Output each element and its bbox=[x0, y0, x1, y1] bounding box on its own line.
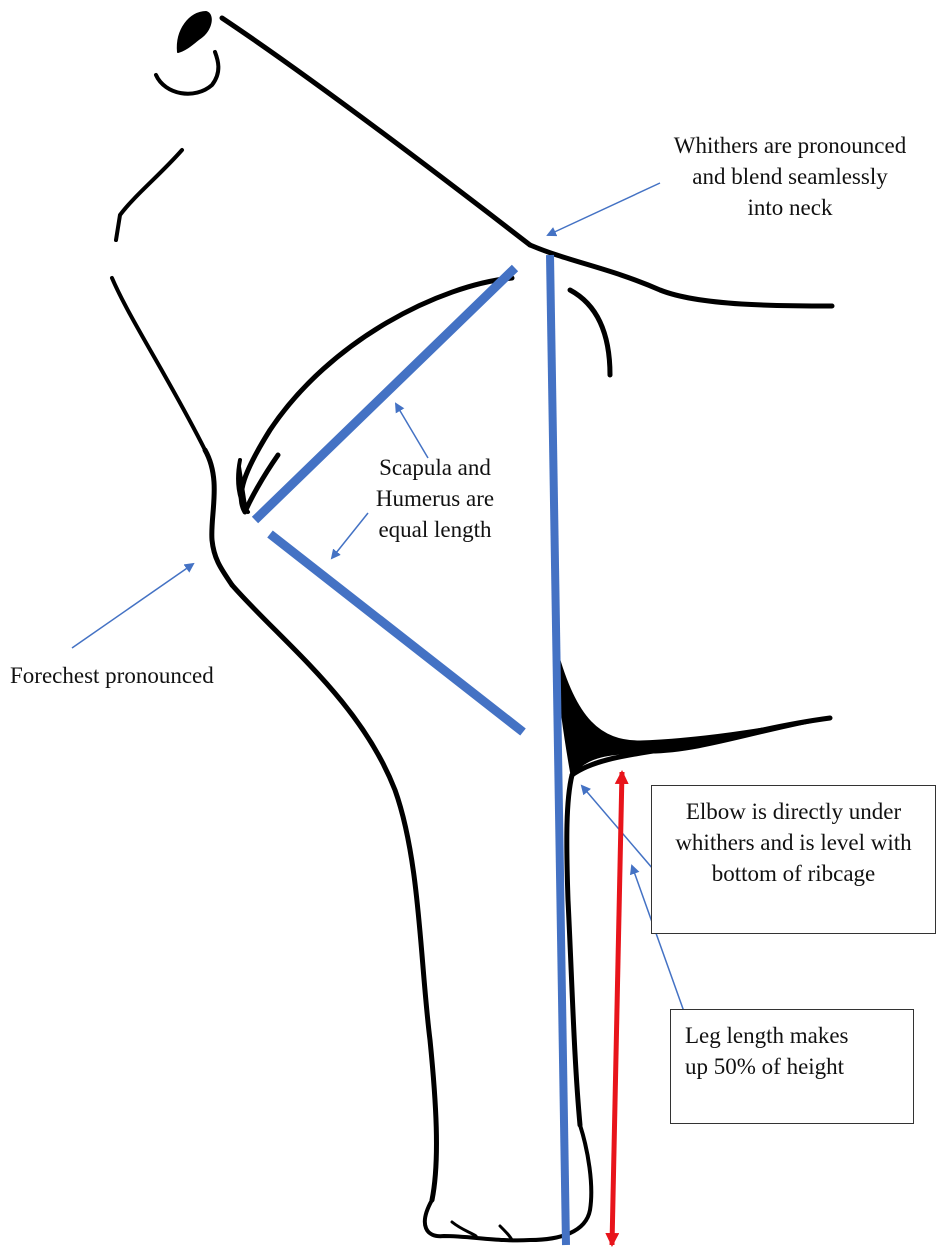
elbow-label-line-2: whithers and is level with bbox=[652, 827, 935, 858]
scapula-label-line-3: equal length bbox=[355, 514, 515, 545]
withers-arrow bbox=[548, 183, 660, 235]
leg-length-label-line-1: Leg length makes bbox=[685, 1020, 911, 1051]
collar-line bbox=[156, 52, 218, 94]
withers-label: Whithers are pronounced and blend seamle… bbox=[650, 130, 930, 223]
structure-lines bbox=[255, 255, 566, 1245]
vertical-plumb-line bbox=[550, 255, 566, 1245]
scapula-humerus-label: Scapula and Humerus are equal length bbox=[355, 452, 515, 545]
leg-height-arrow bbox=[612, 772, 622, 1245]
back-line bbox=[530, 245, 832, 306]
leg-length-label: Leg length makes up 50% of height bbox=[685, 1020, 911, 1082]
elbow-fill bbox=[556, 650, 830, 775]
leg-length-label-line-2: up 50% of height bbox=[685, 1051, 911, 1082]
throat-curve bbox=[116, 150, 182, 240]
leg-length-annotation-box: Leg length makes up 50% of height bbox=[670, 1009, 914, 1124]
scapula-label-line-2: Humerus are bbox=[355, 483, 515, 514]
humerus-line bbox=[270, 534, 523, 732]
withers-label-line-3: into neck bbox=[650, 192, 930, 223]
elbow-label-line-3: bottom of ribcage bbox=[652, 858, 935, 889]
withers-label-line-1: Whithers are pronounced bbox=[650, 130, 930, 161]
nose-shape bbox=[178, 12, 211, 52]
scapula-label-line-1: Scapula and bbox=[355, 452, 515, 483]
withers-label-line-2: and blend seamlessly bbox=[650, 161, 930, 192]
elbow-label-line-1: Elbow is directly under bbox=[652, 796, 935, 827]
neck-front-line bbox=[112, 278, 205, 450]
scapula-arrow bbox=[396, 404, 428, 458]
foreleg-back-line bbox=[567, 775, 580, 1125]
forechest-label: Forechest pronounced bbox=[10, 660, 270, 691]
forechest-line bbox=[205, 450, 232, 585]
elbow-label: Elbow is directly under whithers and is … bbox=[652, 796, 935, 889]
elbow-annotation-box: Elbow is directly under whithers and is … bbox=[651, 785, 936, 934]
forechest-arrow bbox=[72, 564, 193, 648]
scapula-back-curve bbox=[570, 290, 610, 375]
neck-top-line bbox=[222, 18, 530, 245]
